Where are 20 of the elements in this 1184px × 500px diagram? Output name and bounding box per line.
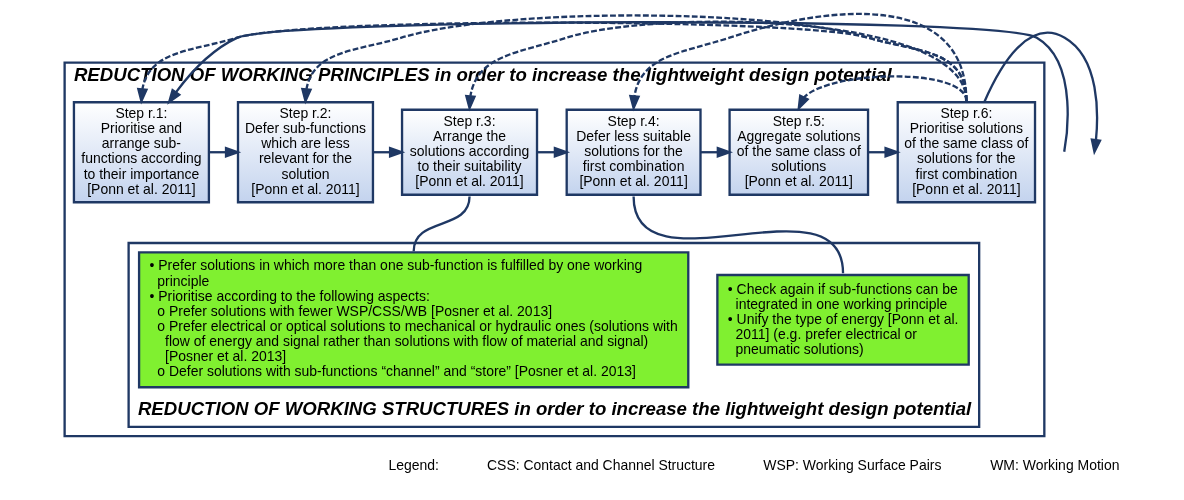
label: WM: Working Motion: [990, 456, 1120, 473]
node-box: Step r.3: Arrange the solutions according to their suitability [Ponn et al. 2011]: [400, 108, 539, 196]
node-box: Step r.5: Aggregate solutions of the same class of solutions [Ponn et al. 2011]: [728, 108, 870, 196]
node-box: Step r.1: Prioritise and arrange sub-functions according to their importance [Ponn et al. 2011]: [72, 100, 211, 203]
node-box: Step r.2: Defer sub-functions which are less relevant for the solution [Ponn et al. 2011]: [236, 100, 375, 203]
node-box: • Prefer solutions in which more than one sub-function is fulfilled by one working principle • Prioritise according to the following aspects: o Prefer solutions with fewer WSP/CSS/WB [Posner et al. 2013] o Prefer electrical or optical solutions to mechanical or hydraulic ones (solutions with flow of energy and signal rather than solutions with flow of material and signal) [Posner et al. 2013] o Defer solutions with sub-functions “channel” and “store” [Posner et al. 2013]: [137, 250, 690, 388]
arrow: [628, 12, 968, 112]
label: CSS: Contact and Channel Structure: [487, 456, 716, 473]
arrow: [797, 74, 968, 111]
node-box: • Check again if sub-functions can be integrated in one working principle • Unify the type of energy [Ponn et al. 2011] (e.g. prefer electrical or pneumatic solutions): [716, 273, 970, 366]
node-box: Step r.4: Defer less suitable solutions for the first combination [Ponn et al. 2011]: [565, 108, 702, 196]
label: WSP: Working Surface Pairs: [763, 456, 942, 473]
arrow: [300, 13, 968, 105]
node-box: Step r.6: Prioritise solutions of the same class of solutions for the first combination [Ponn et al. 2011]: [896, 100, 1037, 203]
arrow: [464, 20, 968, 112]
arrow: [983, 31, 1102, 155]
connector: [632, 195, 845, 273]
arrow: [136, 21, 968, 105]
connector: [412, 195, 471, 251]
label: Legend:: [388, 456, 439, 473]
